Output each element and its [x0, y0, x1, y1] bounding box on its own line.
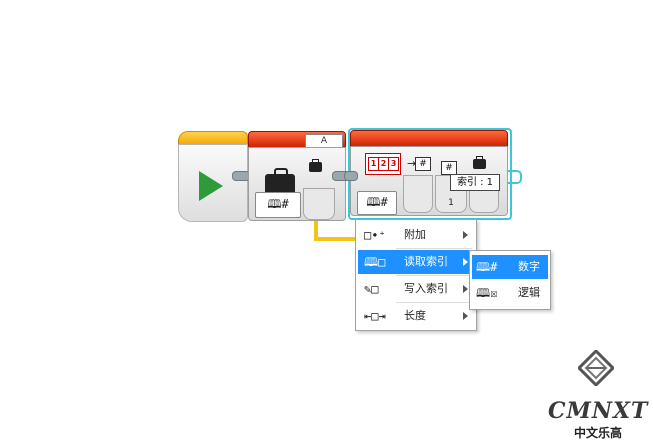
write-index-icon: ✎□ — [364, 282, 379, 296]
submenu-item-label: 数字 — [518, 260, 540, 273]
array-grid-cell: 3 — [388, 157, 399, 171]
data-wire-horizontal[interactable] — [314, 237, 358, 241]
submenu-arrow-icon — [463, 231, 468, 239]
submenu-arrow-icon — [463, 312, 468, 320]
menu-item-read-index[interactable]: 🕮□ 读取索引 — [358, 250, 474, 274]
variable-output-slot[interactable] — [303, 188, 335, 220]
watermark: CMNXT 中文乐高 — [548, 350, 648, 442]
menu-item-append[interactable]: □∙⁺ 附加 — [358, 223, 474, 247]
start-block-body — [178, 144, 248, 222]
logic-array-icon: 🕮☒ — [476, 286, 498, 300]
read-index-icon: 🕮□ — [364, 255, 386, 269]
index-hash-icon: # — [441, 161, 457, 175]
book-hash-icon: 🕮# — [267, 197, 289, 211]
array-grid-icon: 1 2 3 — [365, 153, 401, 175]
menu-item-length[interactable]: ⇤□⇥ 长度 — [358, 304, 474, 328]
array-operations-block[interactable]: 1 2 3 → # # 🕮# 1 索引 : 1 — [348, 128, 512, 220]
array-mode-selector[interactable]: 🕮# — [357, 191, 397, 215]
submenu-item-numeric[interactable]: 🕮# 数字 — [472, 255, 548, 279]
variable-port-tab[interactable]: A — [305, 134, 343, 148]
menu-item-label: 附加 — [404, 228, 426, 241]
variable-block[interactable]: A 🕮# — [248, 131, 346, 221]
data-wire[interactable] — [314, 221, 318, 241]
submenu-item-label: 逻辑 — [518, 286, 540, 299]
variable-block-body: 🕮# — [248, 147, 346, 221]
menu-item-label: 长度 — [404, 309, 426, 322]
variable-small-briefcase-icon — [309, 159, 322, 172]
briefcase-icon — [265, 168, 295, 196]
submenu-item-logic[interactable]: 🕮☒ 逻辑 — [472, 281, 548, 305]
array-input-hash-icon: # — [415, 157, 431, 171]
array-output-connector-icon[interactable] — [508, 170, 522, 184]
submenu-arrow-icon — [463, 258, 468, 266]
array-input-arrow-icon: → — [407, 157, 417, 170]
watermark-title: CMNXT — [548, 398, 649, 424]
mode-context-menu: □∙⁺ 附加 🕮□ 读取索引 ✎□ 写入索引 ⇤□⇥ 长度 — [355, 219, 477, 331]
submenu-arrow-icon — [463, 285, 468, 293]
array-input-plug-icon[interactable] — [344, 171, 358, 181]
variable-mode-selector[interactable]: 🕮# — [255, 192, 301, 218]
length-icon: ⇤□⇥ — [364, 309, 386, 323]
append-icon: □∙⁺ — [364, 228, 386, 242]
array-input-slot[interactable] — [403, 175, 433, 213]
menu-item-label: 写入索引 — [404, 282, 448, 295]
menu-separator — [396, 275, 472, 276]
menu-separator — [396, 248, 472, 249]
array-briefcase-icon — [473, 156, 486, 169]
index-value[interactable]: 1 — [448, 198, 454, 208]
index-tooltip: 索引 : 1 — [450, 174, 500, 191]
menu-item-label: 读取索引 — [404, 255, 448, 268]
menu-separator — [396, 302, 472, 303]
read-index-submenu: 🕮# 数字 🕮☒ 逻辑 — [469, 250, 551, 310]
watermark-subtitle: 中文乐高 — [573, 426, 622, 440]
play-icon[interactable] — [199, 171, 223, 201]
numeric-array-icon: 🕮# — [476, 260, 498, 274]
start-block[interactable] — [178, 131, 248, 222]
menu-item-write-index[interactable]: ✎□ 写入索引 — [358, 277, 474, 301]
array-book-hash-icon: 🕮# — [366, 195, 388, 209]
cmnxt-logo-icon — [578, 350, 614, 386]
